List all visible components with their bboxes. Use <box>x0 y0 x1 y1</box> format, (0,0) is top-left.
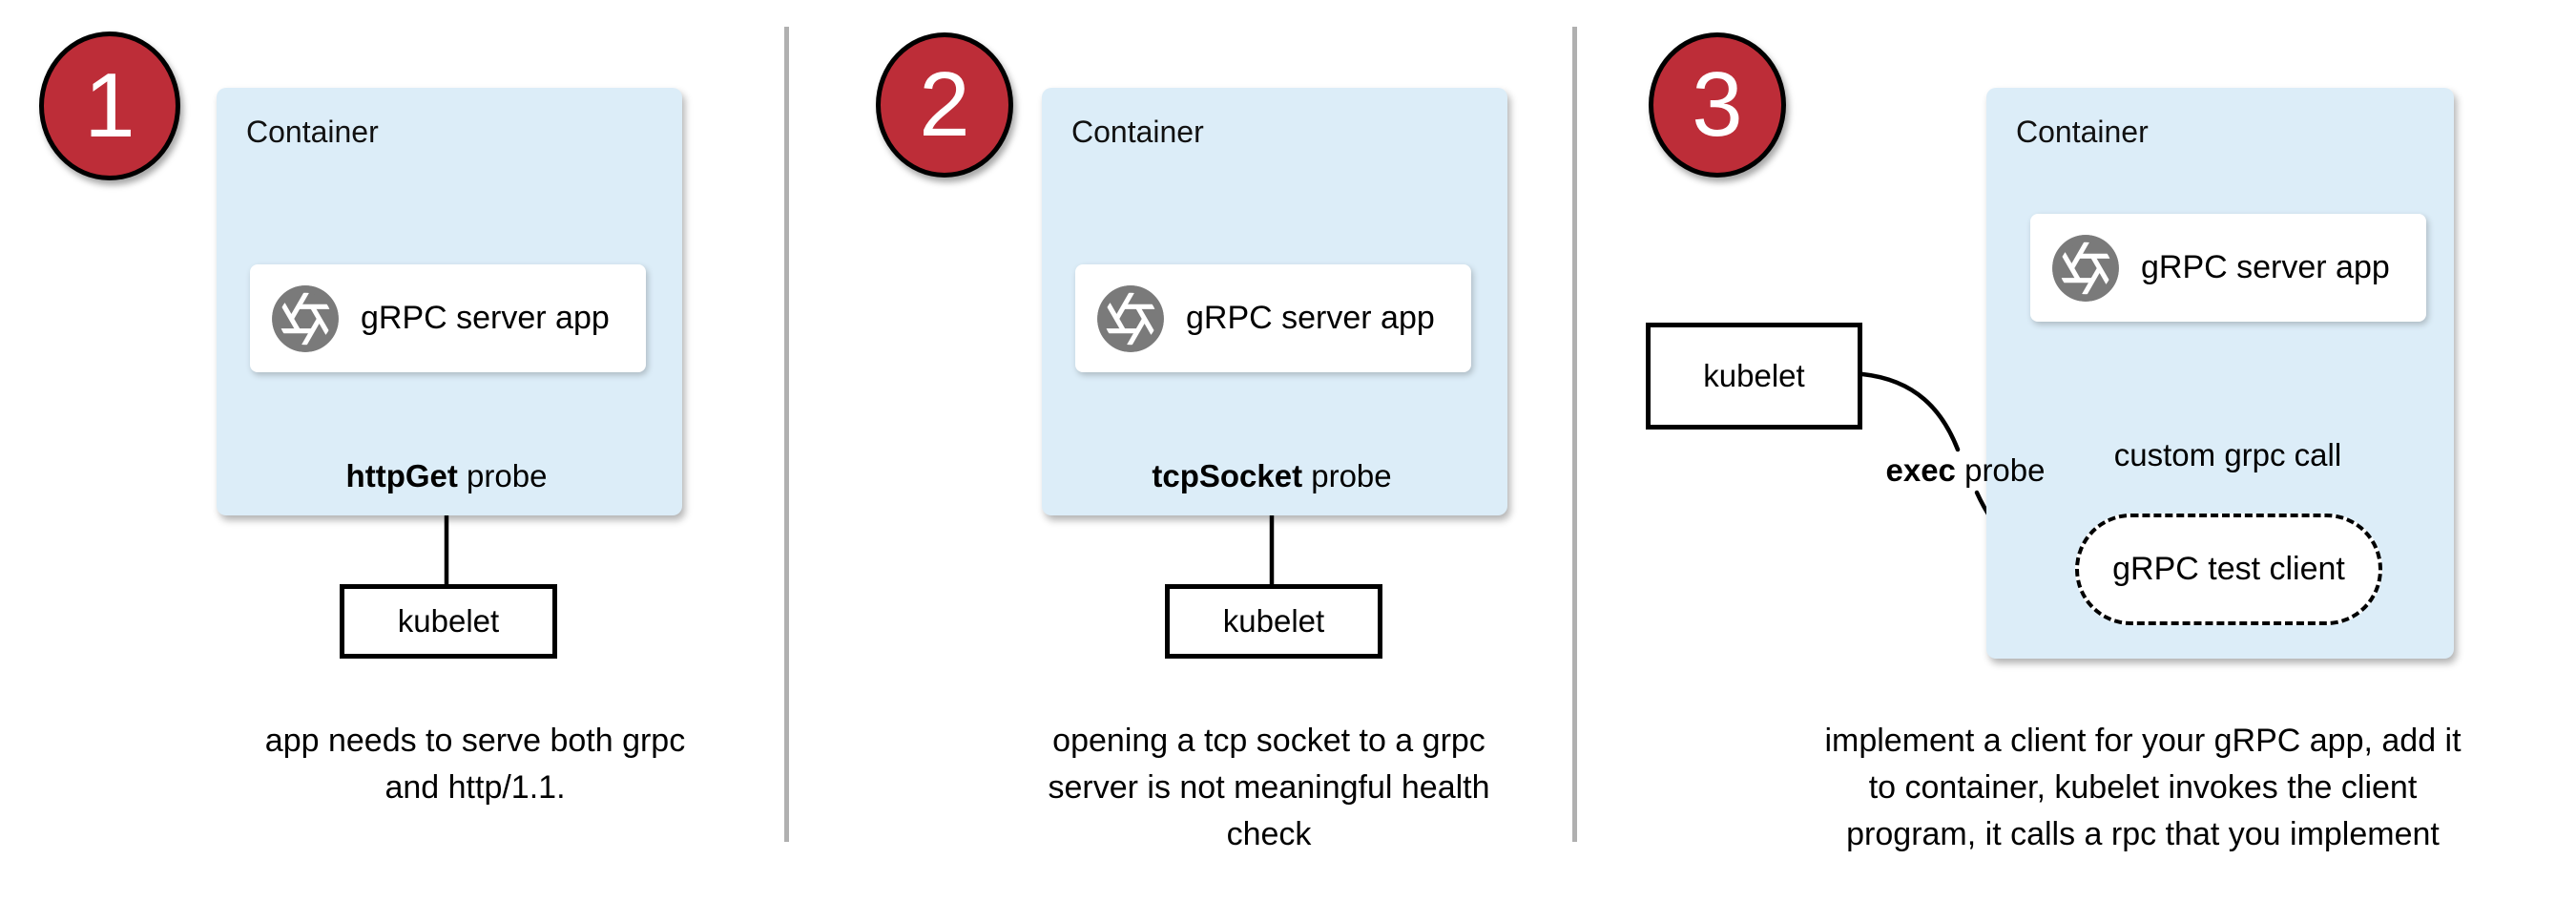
probe-word: probe <box>1955 452 2046 488</box>
caption-2: opening a tcp socket to a grpc server is… <box>1048 718 1489 858</box>
kubelet-label: kubelet <box>397 603 500 639</box>
aperture-icon <box>2052 234 2119 302</box>
kubelet-box-1: kubelet <box>340 584 557 659</box>
probe-label-1: httpGet probe <box>346 458 548 494</box>
caption-3: implement a client for your gRPC app, ad… <box>1824 718 2461 858</box>
caption-line: and http/1.1. <box>384 769 566 806</box>
probe-type: exec <box>1885 452 1956 488</box>
panel-divider-1 <box>784 27 789 842</box>
probe-label-2: tcpSocket probe <box>1152 458 1391 494</box>
kubelet-label: kubelet <box>1703 358 1805 393</box>
kubelet-box-2: kubelet <box>1165 584 1382 659</box>
probe-type: tcpSocket <box>1152 458 1303 493</box>
probe-word: probe <box>1302 458 1392 493</box>
p3-exec-curve-upper <box>1859 371 1961 452</box>
aperture-icon <box>1097 284 1164 352</box>
grpc-server-app-label: gRPC server app <box>2141 249 2390 285</box>
grpc-server-app-label: gRPC server app <box>1186 300 1435 336</box>
container-label-2: Container <box>1071 115 1204 149</box>
grpc-server-app-node-1: gRPC server app <box>250 264 646 372</box>
caption-line: to container, kubelet invokes the client <box>1868 769 2418 806</box>
caption-line: app needs to serve both grpc <box>264 723 686 759</box>
grpc-server-app-label: gRPC server app <box>361 300 610 336</box>
probe-label-3: exec probe <box>1886 452 2046 489</box>
grpc-test-client-node: gRPC test client <box>2075 514 2382 625</box>
custom-grpc-call-label: custom grpc call <box>2114 437 2341 473</box>
probe-type: httpGet <box>345 458 458 493</box>
caption-line: implement a client for your gRPC app, ad… <box>1824 723 2462 759</box>
caption-line: opening a tcp socket to a grpc <box>1052 723 1485 759</box>
step-number: 2 <box>919 53 970 156</box>
step-number: 1 <box>84 54 135 157</box>
step-badge-2: 2 <box>876 32 1013 178</box>
container-label-3: Container <box>2016 115 2149 149</box>
panel-divider-2 <box>1572 27 1577 842</box>
kubelet-box-3: kubelet <box>1646 323 1862 430</box>
kubelet-label: kubelet <box>1222 603 1325 639</box>
caption-line: server is not meaningful health <box>1048 769 1490 806</box>
step-badge-3: 3 <box>1649 32 1786 178</box>
caption-1: app needs to serve both grpc and http/1.… <box>265 718 685 811</box>
grpc-test-client-label: gRPC test client <box>2112 551 2345 587</box>
caption-line: check <box>1226 816 1312 852</box>
aperture-icon <box>272 284 339 352</box>
caption-line: program, it calls a rpc that you impleme… <box>1846 816 2440 852</box>
step-number: 3 <box>1692 53 1743 156</box>
custom-grpc-call-text: custom grpc call <box>2113 437 2342 472</box>
probe-word: probe <box>457 458 548 493</box>
step-badge-1: 1 <box>39 31 180 180</box>
grpc-server-app-node-2: gRPC server app <box>1075 264 1471 372</box>
container-label-1: Container <box>246 115 379 149</box>
grpc-server-app-node-3: gRPC server app <box>2030 214 2426 322</box>
